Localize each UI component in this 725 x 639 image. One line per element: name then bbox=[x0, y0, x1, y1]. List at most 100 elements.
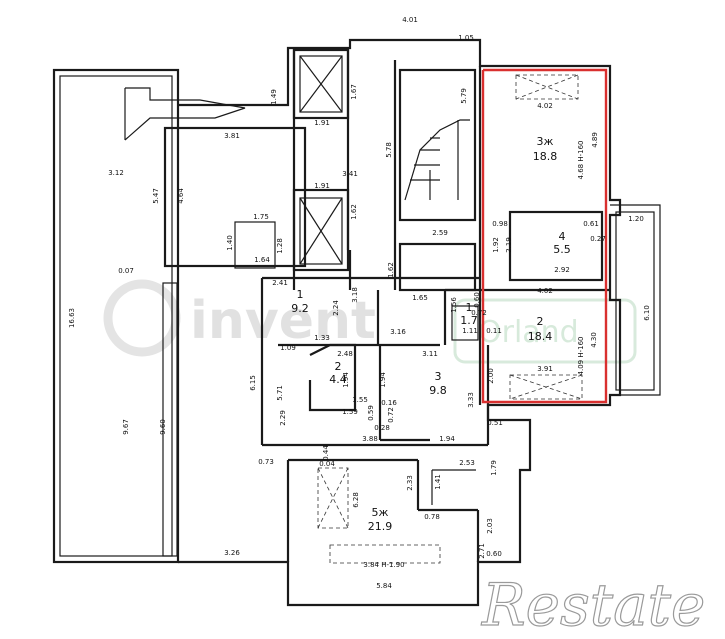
dimension-label: 0.51 bbox=[487, 419, 503, 427]
room-label-area: 18.8 bbox=[533, 150, 558, 163]
room-label-area: 4.4 bbox=[329, 373, 347, 386]
dimension-label: 1.64 bbox=[254, 256, 270, 264]
room-label-area: 18.4 bbox=[528, 330, 553, 343]
watermark-orland: Orland bbox=[453, 298, 637, 364]
dimension-label: 0.73 bbox=[258, 458, 274, 466]
dimension-label: 1.94 bbox=[342, 372, 350, 388]
dimension-label: 1.40 bbox=[226, 235, 234, 251]
dimension-label: 3.91 bbox=[537, 365, 553, 373]
dimension-label: 1.41 bbox=[434, 474, 442, 490]
dimension-label: 3.81 bbox=[224, 132, 240, 140]
room-label-area: 21.9 bbox=[368, 520, 393, 533]
room-label-number: 1 bbox=[466, 301, 473, 314]
brand-watermark: Restate bbox=[481, 571, 705, 639]
dimension-label: 1.62 bbox=[387, 262, 395, 278]
dimension-label: 0.07 bbox=[118, 267, 134, 275]
dimension-label: 2.33 bbox=[406, 475, 414, 491]
dimension-label: 2.19 bbox=[505, 237, 513, 253]
elevator-shafts bbox=[299, 55, 343, 265]
dimension-label: 6.15 bbox=[249, 375, 257, 391]
dimension-label: 16.63 bbox=[68, 308, 76, 328]
room-label-number: 4 bbox=[559, 230, 566, 243]
room-label-area: 9.2 bbox=[291, 302, 309, 315]
dimension-label: 0.78 bbox=[424, 513, 440, 521]
room-label-number: 3 bbox=[435, 370, 442, 383]
dimension-label: 5.84 bbox=[376, 582, 392, 590]
room-label-number: 1 bbox=[297, 288, 304, 301]
dimension-label: 0.11 bbox=[486, 327, 502, 335]
dimension-label: 3.88 bbox=[362, 435, 378, 443]
dimension-label: 1.75 bbox=[253, 213, 269, 221]
dimension-label: 0.72 bbox=[471, 309, 487, 317]
dimension-label: 3.11 bbox=[422, 350, 438, 358]
dimension-label: 2.03 bbox=[486, 518, 494, 534]
room-label-area: 5.5 bbox=[553, 243, 571, 256]
dimension-label: 5.79 bbox=[460, 88, 468, 104]
dimension-label: 3.41 bbox=[342, 170, 358, 178]
staircase-left bbox=[124, 87, 246, 141]
dimension-label: 1.56 bbox=[450, 297, 458, 313]
dimension-label: 1.05 bbox=[458, 34, 474, 42]
dimension-label: 2.59 bbox=[432, 229, 448, 237]
dimension-label: 1.79 bbox=[490, 460, 498, 476]
dimension-label: 1.09 bbox=[280, 344, 296, 352]
dimension-label: 4.64 bbox=[177, 188, 185, 204]
watermark-invent-text: invent bbox=[190, 291, 376, 351]
room-labels: 3ж 18.8 4 5.5 2 18.4 1 1.7 1 9.2 2 4.4 3… bbox=[291, 135, 571, 533]
dimension-label: 1.20 bbox=[628, 215, 644, 223]
dimension-label: 4.68 H-160 bbox=[577, 141, 585, 180]
dimension-label: 1.33 bbox=[314, 334, 330, 342]
staircase-main bbox=[404, 119, 470, 201]
dimension-label: 2.71 bbox=[478, 543, 486, 559]
dimension-label: 0.44 bbox=[322, 445, 330, 461]
dimension-label: 1.49 bbox=[270, 89, 278, 105]
dimension-label: 9.60 bbox=[159, 419, 167, 435]
dimension-label: 2.53 bbox=[459, 459, 475, 467]
dimension-label: 5.78 bbox=[385, 142, 393, 158]
dimension-label: 0.60 bbox=[473, 292, 481, 308]
dimension-label: 0.72 bbox=[387, 407, 395, 423]
dimension-label: 0.28 bbox=[374, 424, 390, 432]
room-label-number: 2 bbox=[335, 360, 342, 373]
dimension-label: 0.27 bbox=[590, 235, 606, 243]
ceiling-marks bbox=[317, 74, 583, 564]
dimension-label: 1.91 bbox=[314, 119, 330, 127]
building-outline bbox=[178, 38, 661, 607]
dimension-label: 1.67 bbox=[350, 84, 358, 100]
dimension-label: 0.98 bbox=[492, 220, 508, 228]
dimension-label: 5.71 bbox=[276, 385, 284, 401]
dimension-label: 1.91 bbox=[314, 182, 330, 190]
dimension-label: 4.02 bbox=[537, 102, 553, 110]
dimension-label: 1.55 bbox=[352, 396, 368, 404]
dimension-label: 3.16 bbox=[390, 328, 406, 336]
room-label-number: 2 bbox=[537, 315, 544, 328]
dimension-label: 0.61 bbox=[583, 220, 599, 228]
room-label-number: 5ж bbox=[372, 506, 389, 519]
dimension-label: 4.01 bbox=[402, 16, 418, 24]
dimension-label: 2.24 bbox=[332, 300, 340, 316]
dimension-label: 3.18 bbox=[351, 287, 359, 303]
dimension-label: 1.92 bbox=[492, 237, 500, 253]
dimension-label: 0.04 bbox=[319, 460, 335, 468]
highlighted-apartment bbox=[481, 68, 608, 404]
dimension-label: 1.59 bbox=[342, 408, 358, 416]
dimension-label: 1.28 bbox=[276, 238, 284, 254]
dimension-label: 4.02 bbox=[537, 287, 553, 295]
dimension-label: 4.09 H-160 bbox=[577, 337, 585, 376]
interior-walls bbox=[163, 48, 610, 562]
dimension-label: 3.26 bbox=[224, 549, 240, 557]
dimension-label: 6.28 bbox=[352, 492, 360, 508]
room-label-number: 3ж bbox=[537, 135, 554, 148]
dimension-label: 4.30 bbox=[590, 332, 598, 348]
dimension-label: 2.92 bbox=[554, 266, 570, 274]
room-label-area: 9.8 bbox=[429, 384, 447, 397]
dimension-label: 5.47 bbox=[152, 188, 160, 204]
dimension-label: 1.11 bbox=[462, 327, 478, 335]
watermark-orland-text: Orland bbox=[478, 315, 579, 350]
dimension-label: 3.12 bbox=[108, 169, 124, 177]
dimension-label: 1.94 bbox=[439, 435, 455, 443]
dimension-label: 1.94 bbox=[379, 372, 387, 388]
dimension-label: 1.65 bbox=[412, 294, 428, 302]
